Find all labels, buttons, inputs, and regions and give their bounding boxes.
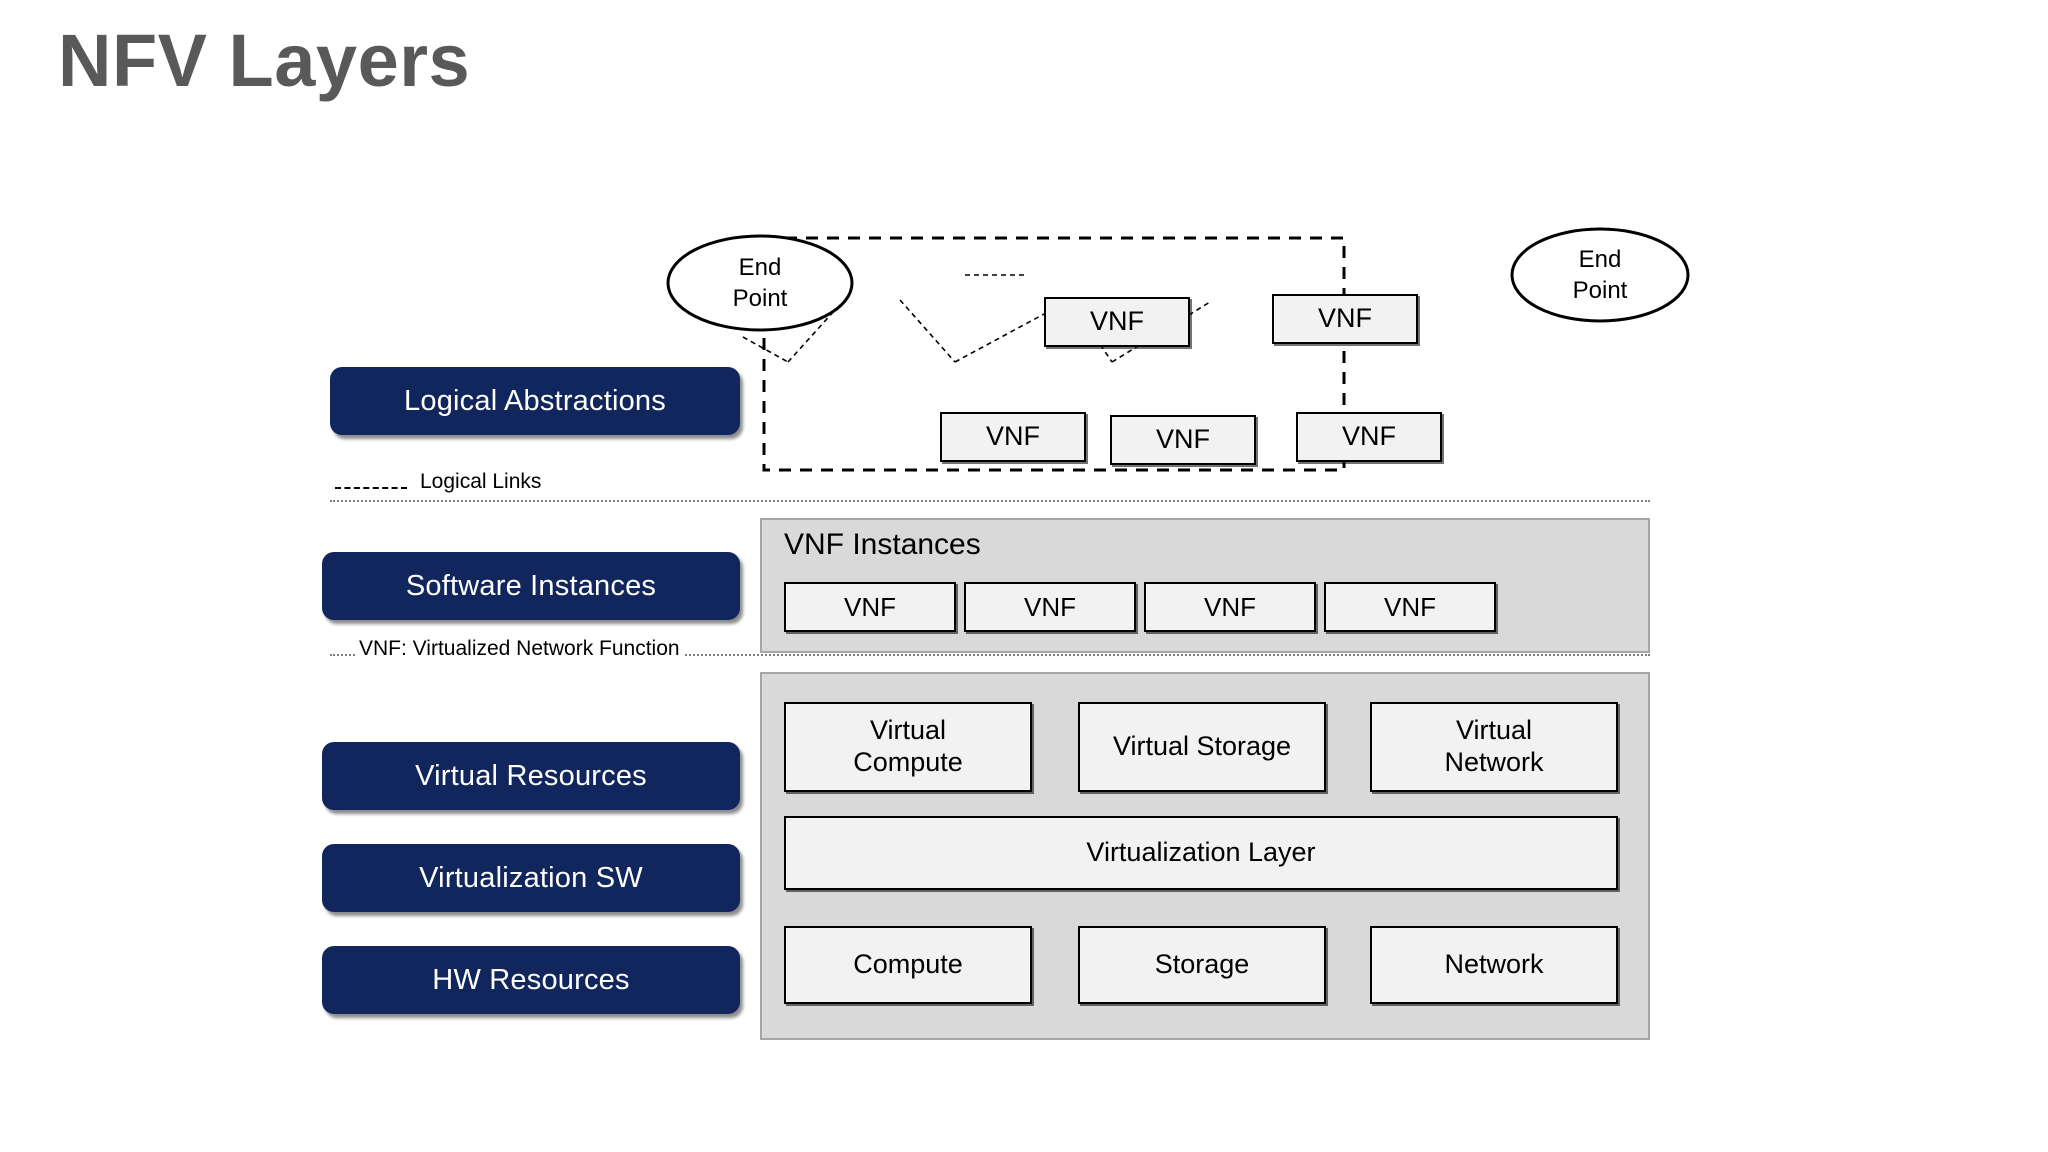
page-title: NFV Layers — [58, 19, 471, 102]
vnf-top-right: VNF — [1272, 294, 1418, 344]
vnf-top-left: VNF — [1044, 297, 1190, 347]
endpoint-right-label-line2: Point — [1573, 277, 1628, 304]
layer-label-virtual-resources[interactable]: Virtual Resources — [322, 742, 740, 810]
separator-logical-software — [330, 500, 1650, 502]
endpoint-right-label-line1: End — [1579, 246, 1622, 273]
endpoint-left: End Point — [666, 234, 854, 332]
endpoint-right-ellipse — [1510, 227, 1690, 323]
layer-label-software-instances[interactable]: Software Instances — [322, 552, 740, 620]
vnf-instance-box: VNF — [964, 582, 1136, 632]
legend-logical-links: Logical Links — [420, 470, 542, 493]
compute-box: Compute — [784, 926, 1032, 1004]
link-vnf-bottom-left-to-vnf-top-left — [787, 299, 845, 363]
link-vnf-top-left-to-vnf-bottom-mid — [899, 299, 956, 363]
layer-label-hw-resources[interactable]: HW Resources — [322, 946, 740, 1014]
endpoint-right: End Point — [1510, 227, 1690, 323]
endpoint-left-label-line1: End — [739, 254, 782, 281]
vnf-bottom-left: VNF — [940, 412, 1086, 462]
vnf-instances-panel-title: VNF Instances — [784, 528, 981, 561]
vnf-instances-panel: VNF Instances VNF VNF VNF VNF — [760, 518, 1650, 653]
logical-links-dash-sample — [335, 487, 407, 489]
vnf-bottom-right: VNF — [1296, 412, 1442, 462]
storage-box: Storage — [1078, 926, 1326, 1004]
link-endpoint-left-to-vnf-bottom-left — [740, 334, 789, 363]
layer-label-logical-abstractions[interactable]: Logical Abstractions — [330, 367, 740, 435]
vnf-instance-box: VNF — [784, 582, 956, 632]
virtual-network-line1: Virtual — [1455, 715, 1533, 746]
caption-vnf-abbreviation: VNF: Virtualized Network Function — [355, 637, 684, 661]
endpoint-left-label-line2: Point — [733, 285, 788, 312]
vnf-domain-dashed-boundary — [762, 236, 1346, 472]
virtual-compute-line1: Virtual — [869, 715, 947, 746]
virtualization-layer-box: Virtualization Layer — [784, 816, 1618, 890]
vnf-instance-box: VNF — [1324, 582, 1496, 632]
virtual-network-line2: Network — [1444, 747, 1544, 777]
vnf-instance-box: VNF — [1144, 582, 1316, 632]
vnf-bottom-mid: VNF — [1110, 415, 1256, 465]
virtual-storage-box: Virtual Storage — [1078, 702, 1326, 792]
network-box: Network — [1370, 926, 1618, 1004]
endpoint-left-ellipse — [666, 234, 854, 332]
virtual-compute-line2: Compute — [853, 747, 963, 777]
separator-software-virtual — [330, 654, 1650, 656]
layer-label-virtualization-sw[interactable]: Virtualization SW — [322, 844, 740, 912]
